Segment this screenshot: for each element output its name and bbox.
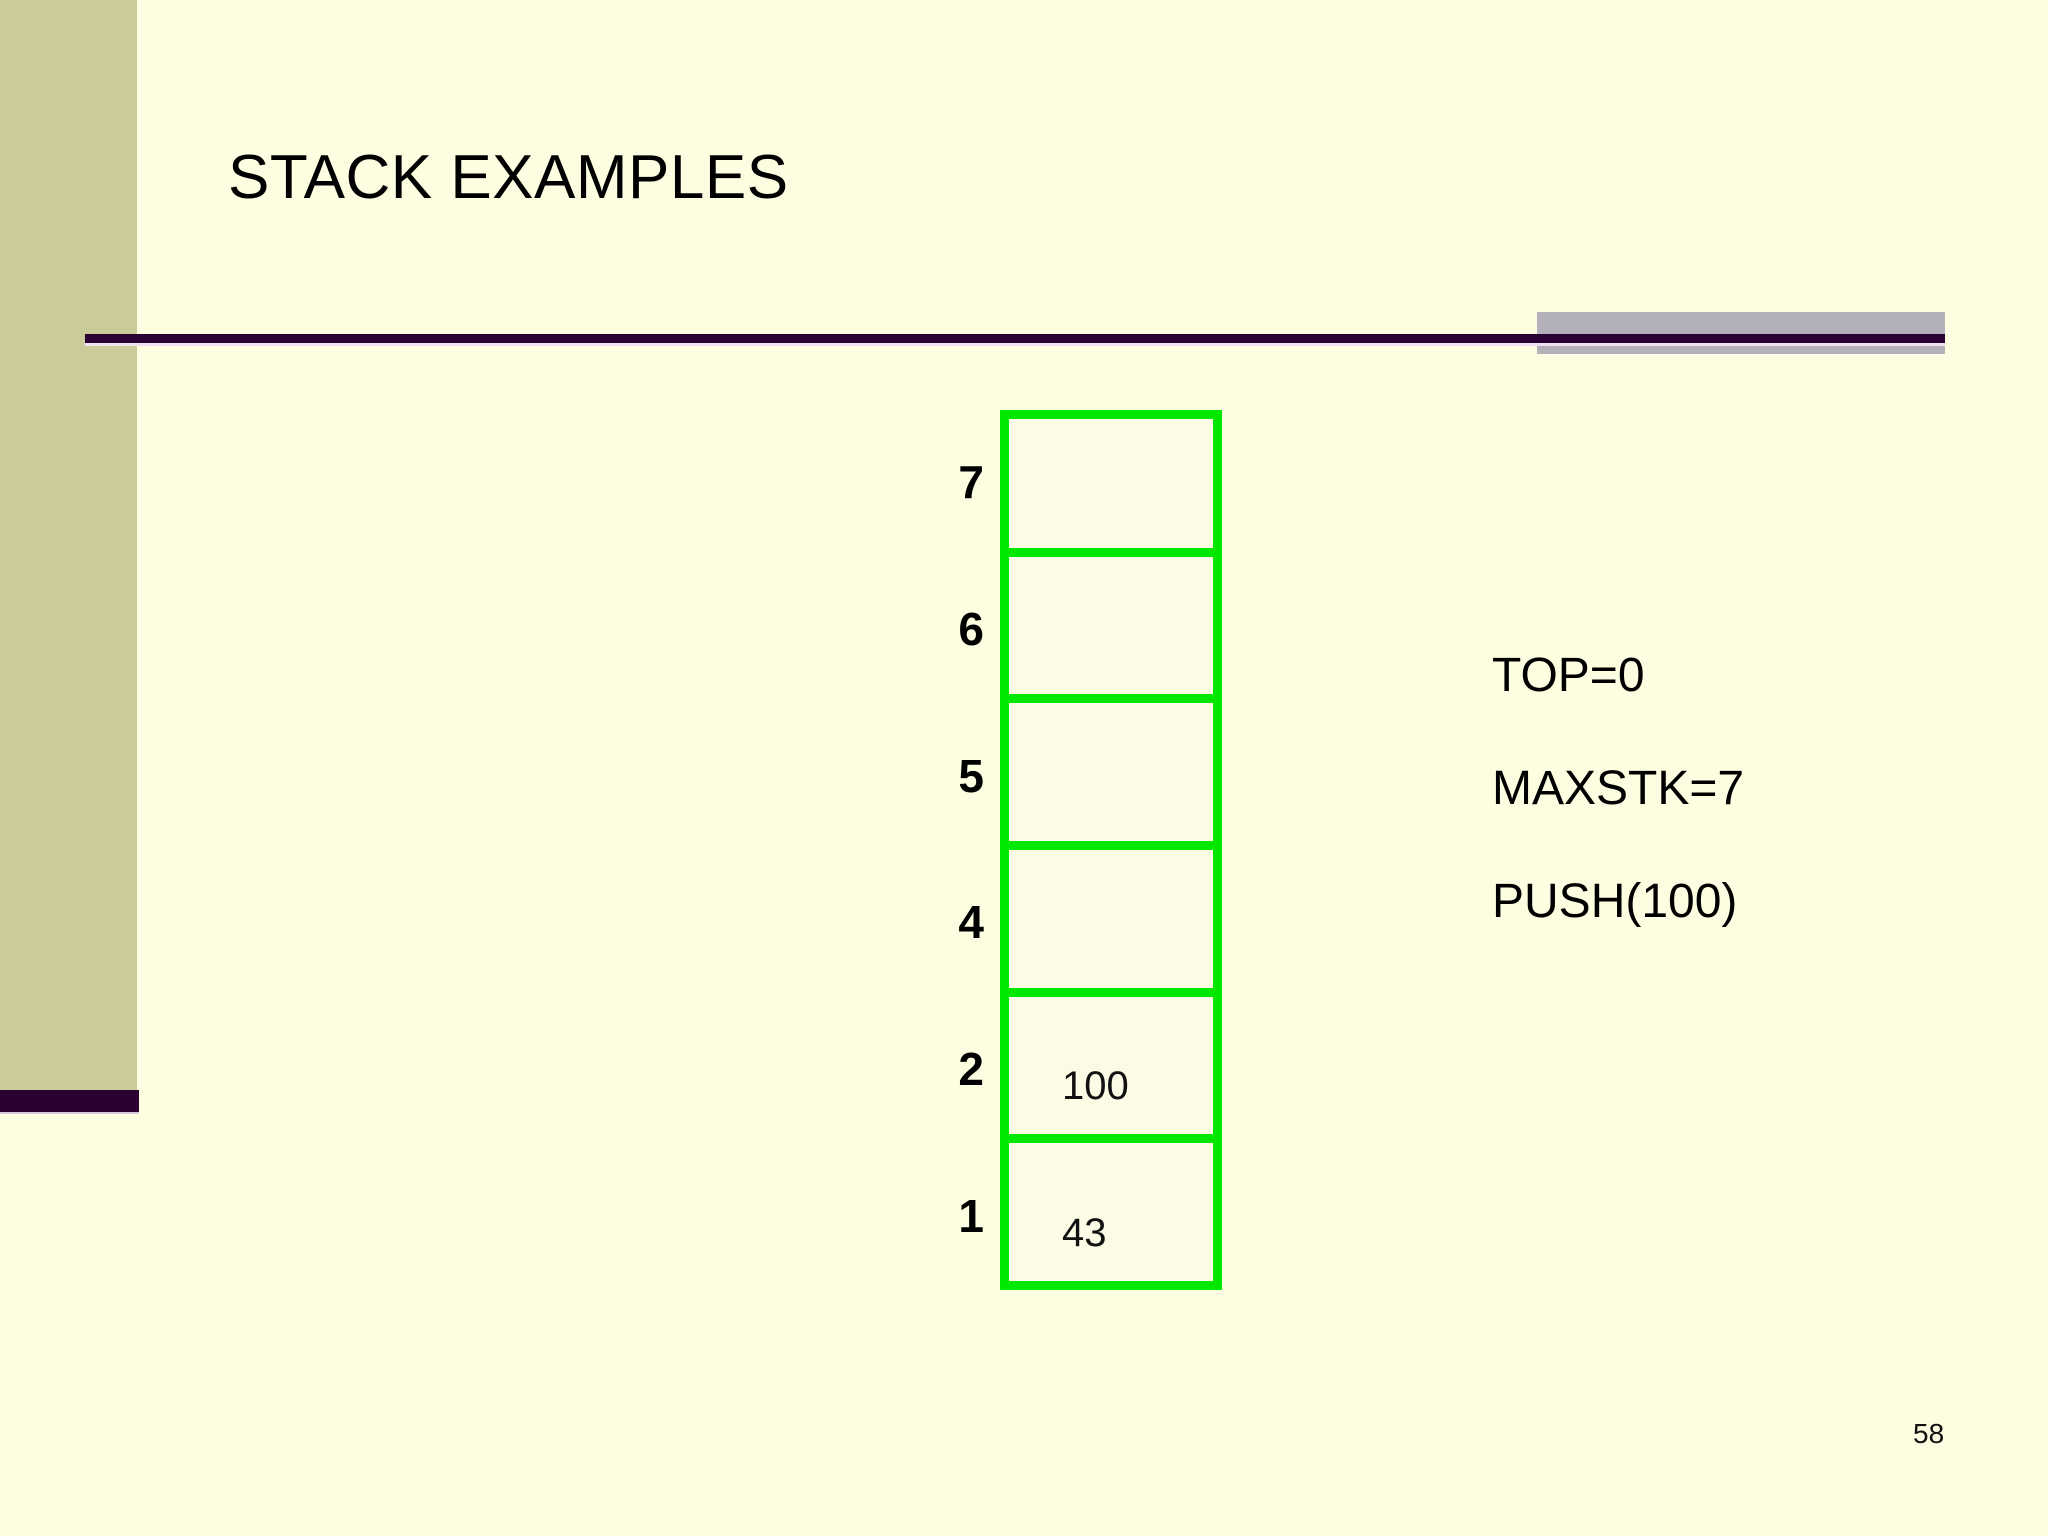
stack-cell-index: 7 — [958, 456, 984, 509]
stack-cell-value: 43 — [1062, 1210, 1107, 1255]
stack-diagram: 7 6 5 4 2 100 1 43 — [912, 410, 1312, 1292]
stack-cell-index: 6 — [958, 603, 984, 655]
stack-cell — [1000, 703, 1222, 850]
stack-cell — [1000, 556, 1222, 704]
header-divider-rule — [85, 334, 1945, 346]
stack-cell — [1000, 850, 1222, 997]
stack-cell-value: 100 — [1062, 1064, 1129, 1108]
stack-cell — [1000, 1143, 1222, 1290]
page-title: STACK EXAMPLES — [228, 143, 789, 212]
sidebar-band-footer-bar — [0, 1090, 139, 1114]
header-accent-block — [1537, 312, 1945, 354]
stack-cell — [1000, 996, 1222, 1144]
page-number: 58 — [1913, 1418, 1945, 1449]
stack-cell-index: 1 — [958, 1189, 984, 1242]
stack-cell-index: 4 — [958, 896, 984, 949]
annotation-line: TOP=0 — [1492, 649, 1645, 702]
stack-cell — [1000, 410, 1222, 557]
stack-cell-index: 2 — [958, 1043, 984, 1095]
annotation-line: PUSH(100) — [1492, 875, 1738, 928]
annotation-line: MAXSTK=7 — [1492, 762, 1745, 815]
sidebar-decorative-band — [0, 0, 137, 1090]
stack-cell-index: 5 — [958, 749, 984, 802]
